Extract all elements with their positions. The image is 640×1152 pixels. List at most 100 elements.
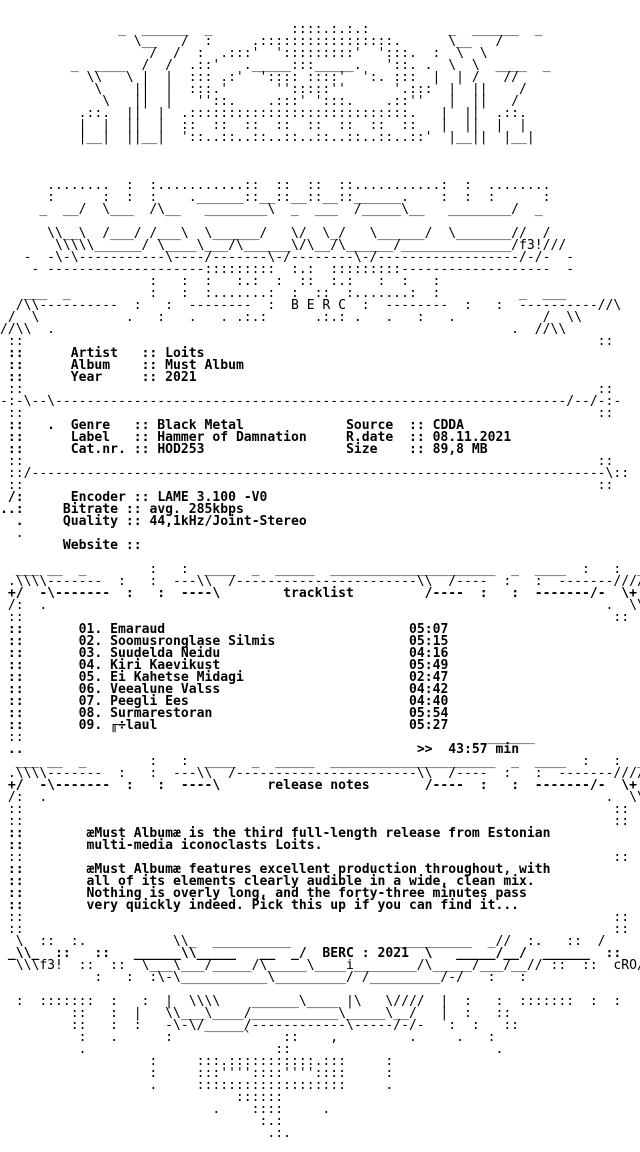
notes-side: :: ::: [0, 910, 630, 925]
footer-art-line: . :::: .: [0, 1102, 331, 1117]
album-row: :: Album :: Must Album: [0, 358, 244, 373]
notes-text: all of its elements clearly audible in a…: [86, 874, 535, 889]
footer-art-line: \ :: :. \\_ __________ __________ _// :.…: [0, 934, 606, 949]
encoder-label: Encoder: [70, 490, 126, 505]
track-row: :: 05. Ei Kahetse Midagi 02:47: [0, 670, 449, 685]
banner-art-line: \\__\ /___/ /___\ \______/ \/ \_/ \_____…: [0, 226, 551, 241]
label-value: Hammer of Damnation: [157, 430, 307, 445]
quality-value: 44,1kHz/Joint-Stereo: [149, 514, 307, 529]
banner-art-line: .::. || | .::::::::::::::::::::::::::::.…: [0, 106, 527, 121]
track-number: 08.: [78, 706, 103, 721]
track-number: 02.: [78, 634, 103, 649]
rdate-label: R.date: [346, 430, 394, 445]
banner-art-line: |__| ||__| '::..::..::..::..::..::..::..…: [0, 130, 535, 145]
album-value: Must Album: [165, 358, 244, 373]
info-box-side: .: [0, 526, 24, 541]
footer-art-line: :: : : -\-\/_____/------------\-----/-/-…: [0, 1018, 520, 1033]
quality-label: Quality: [62, 514, 118, 529]
info-box-side: :: ::: [0, 454, 614, 469]
track-title: ╓÷laul: [110, 718, 158, 733]
track-time: 05:54: [408, 706, 449, 721]
catnr-value: HOD253: [157, 442, 205, 457]
banner-art-line: _ ______ _ ::::.:.:.: _ ______ _: [0, 22, 543, 37]
footer-art-line: . :: .: [0, 1042, 504, 1057]
tracklist-header-art: .\\\\------- : : ---\\ /----------------…: [0, 574, 640, 589]
catnr-size-row: :: Cat.nr. :: HOD253 Size :: 89,8 MB: [0, 442, 488, 457]
bitrate-row: ..: Bitrate :: avg. 285kbps: [0, 502, 244, 517]
track-time: 05:49: [408, 658, 449, 673]
tracklist-side: :: ::: [0, 610, 630, 625]
banner-art-line: / / : .:::' ':::::::::' ':::. : \ \: [0, 46, 488, 61]
track-time: 05:15: [408, 634, 449, 649]
total-duration: 43:57 min: [448, 742, 520, 757]
website-row: Website ::: [62, 538, 150, 553]
notes-side: /: . . \\: [0, 790, 640, 805]
total-rule: ______: [487, 730, 535, 745]
notes-text: Nothing is overly long, and the forty-th…: [86, 886, 527, 901]
info-box-side: :: ::: [0, 406, 614, 421]
notes-text: very quickly indeed. Pick this up if you…: [86, 898, 520, 913]
footer-art-line: : :::''''::::'''':::: :: [0, 1066, 394, 1081]
year-row: :: Year :: 2021: [0, 370, 197, 385]
banner-art-line: / \ . : . . .:.: .:.: . . : . / \\: [0, 310, 582, 325]
track-title: Surmarestoran: [110, 706, 213, 721]
track-number: 07.: [78, 694, 103, 709]
notes-line: :: multi-media iconoclasts Loits.: [0, 838, 323, 853]
info-box-side: :: ::: [0, 382, 614, 397]
notes-side: :: ::: [0, 802, 630, 817]
footer-art-line: :: : | \\___\____/___________\_____\__/ …: [0, 1006, 512, 1021]
track-title: Emaraud: [110, 622, 166, 637]
track-title: Veealune Valss: [110, 682, 221, 697]
track-row: :: 07. Peegli Ees 04:40: [0, 694, 449, 709]
track-number: 09.: [78, 718, 103, 733]
track-row: :: 06. Veealune Valss 04:42: [0, 682, 449, 697]
track-number: 03.: [78, 646, 103, 661]
quality-row: . Quality :: 44,1kHz/Joint-Stereo: [0, 514, 307, 529]
footer-art-line: .:.: [0, 1126, 291, 1141]
notes-side: :: ::: [0, 922, 630, 937]
footer-art-line: \\\f3! :: :: \___\___/_____/\_____\____i…: [0, 958, 640, 973]
release-notes-header-rule: ___ __ _ : : ____ _ _____ ______________…: [0, 754, 640, 769]
tracklist-header-rule: ___ __ _ : : ____ _ _____ ______________…: [0, 562, 640, 577]
artist-value: Loits: [165, 346, 205, 361]
bitrate-value: avg. 285kbps: [149, 502, 244, 517]
label-label: Label: [70, 430, 111, 445]
notes-side: :: ::: [0, 850, 630, 865]
track-number: 04.: [78, 658, 103, 673]
year-label: Year: [70, 370, 103, 385]
encoder-row: /: Encoder :: LAME 3.100 -V0: [0, 490, 268, 505]
genre-label: Genre: [70, 418, 111, 433]
footer-art-line: :.:: [0, 1114, 284, 1129]
notes-text: æMust Albumæ features excellent producti…: [86, 862, 551, 877]
notes-line: :: very quickly indeed. Pick this up if …: [0, 898, 520, 913]
banner-art-line: - -\-\-----------\----/-------\-/-------…: [0, 250, 575, 265]
tracklist-side: /: . . \\: [0, 598, 640, 613]
track-row: :: 04. Kiri Kaevikust 05:49: [0, 658, 449, 673]
footer-art-line: . ::::::::::::::::::: .: [0, 1078, 394, 1093]
track-time: 04:16: [408, 646, 449, 661]
notes-line: :: all of its elements clearly audible i…: [0, 874, 535, 889]
track-number: 05.: [78, 670, 103, 685]
track-title: Peegli Ees: [110, 694, 189, 709]
track-number: 01.: [78, 622, 103, 637]
info-box-rule: -:-\--\---------------------------------…: [0, 394, 622, 409]
genre-value: Black Metal: [157, 418, 244, 433]
track-row: :: 03. Suudelda Neidu 04:16: [0, 646, 449, 661]
banner-art-line: \ || | :::.' '':::::'' '.::: | || /: [0, 82, 527, 97]
footer-art-line: ::::::: [0, 1090, 284, 1105]
track-number: 06.: [78, 682, 103, 697]
banner-art-line: \\ \ | | ::: .:' ':::: ::::' ':. ::: | |…: [0, 70, 520, 85]
source-value: CDDA: [432, 418, 465, 433]
banner-art-line: \\\\\______/ \____\___/\______\/\__/\___…: [0, 238, 567, 253]
total-arrow: >>: [416, 742, 433, 757]
release-notes-header-art: .\\\\------- : : ---\\ /----------------…: [0, 766, 640, 781]
release-notes-header: +/ -\------- : : ----\ release notes /--…: [0, 778, 638, 793]
tracklist-title: tracklist: [283, 586, 354, 601]
size-value: 89,8 MB: [432, 442, 488, 457]
banner-art-line: \ || | ''::. .:::' ':::. .::'' | || /: [0, 94, 520, 109]
banner-art-line: ........ : :...........:: :: :: ::......…: [0, 178, 551, 193]
banner-art-line: ___ _ : : :.......: : :: :.......: : _ _…: [0, 286, 567, 301]
track-row: :: 02. Soomusronglase Silmis 05:15: [0, 634, 449, 649]
banner-art-line: //\\ . . //\\: [0, 322, 567, 337]
